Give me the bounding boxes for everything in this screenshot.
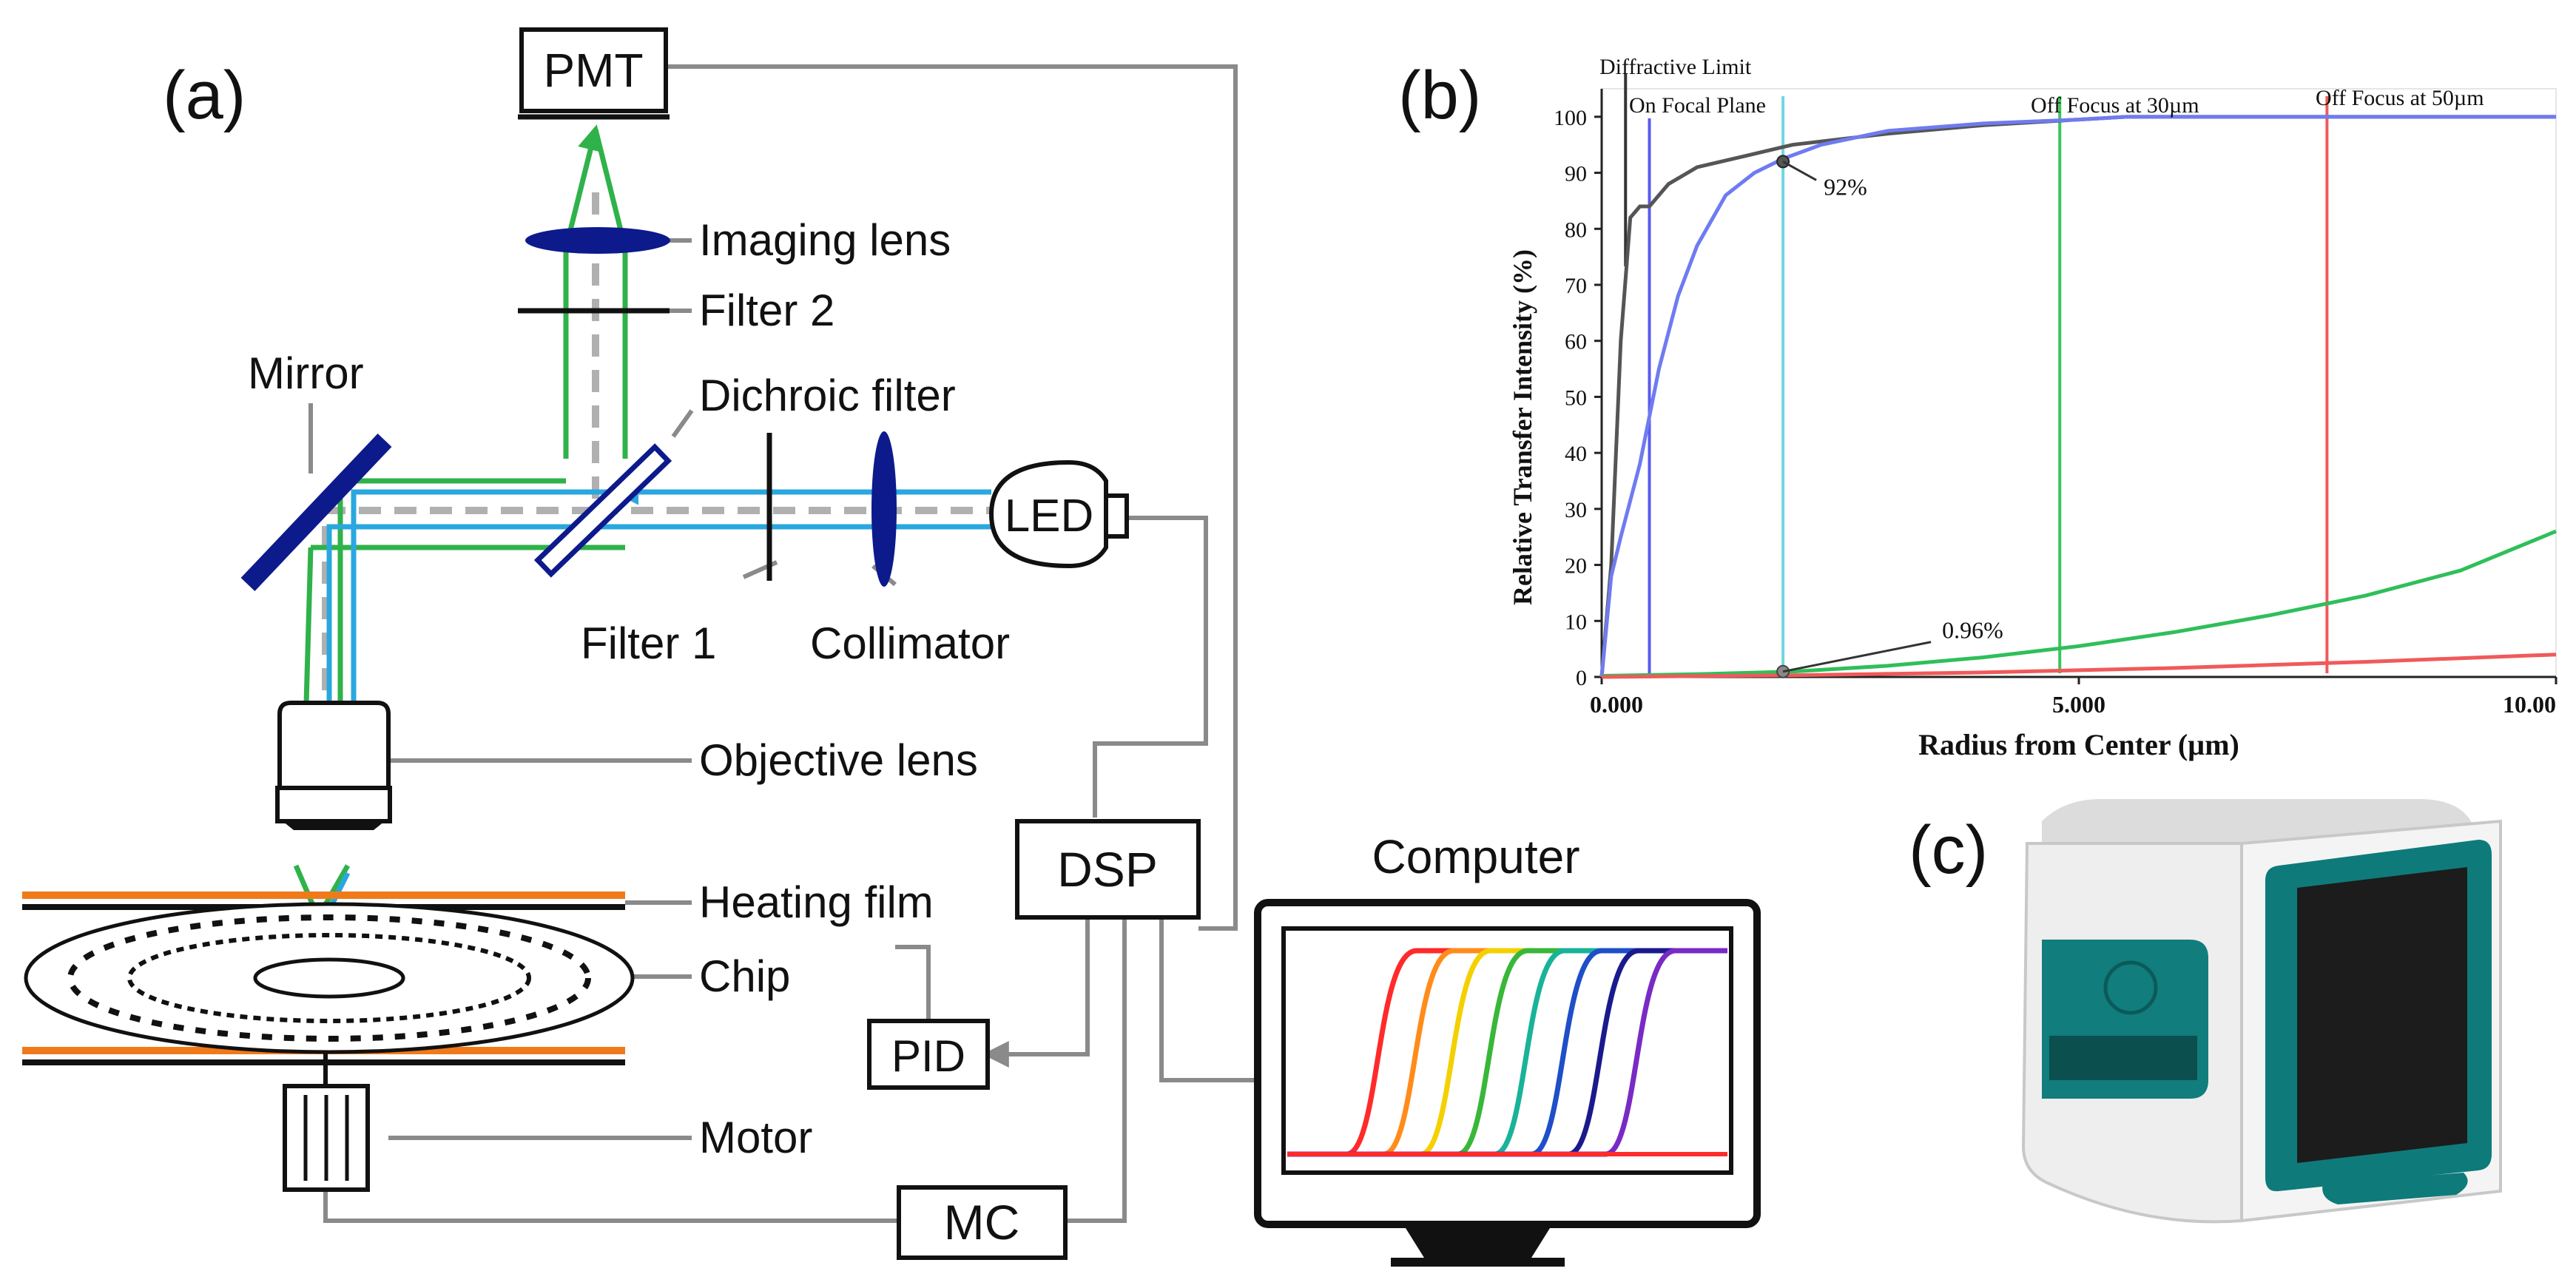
motor-label: Motor [699,1113,812,1162]
dichroic-filter-label: Dichroic filter [699,371,956,420]
computer-label: Computer [1372,830,1580,883]
optical-axis-dashed [322,192,991,769]
device-illustration [2021,799,2502,1224]
mc-label: MC [944,1195,1020,1250]
y-tick-label: 10 [1565,610,1587,634]
pmt-detector: PMT [518,27,670,120]
screen-curve-5 [1287,948,1727,1157]
annotation-off-focus-50: Off Focus at 50µm [2316,86,2484,110]
filter1-label: Filter 1 [581,619,716,668]
leader-dichroic [671,409,694,438]
filter2-label: Filter 2 [699,286,834,335]
wire-led-to-dsp [1093,516,1208,818]
led-source: LED [988,459,1129,569]
pmt-label: PMT [543,44,643,97]
y-tick-label: 90 [1565,162,1587,186]
imaging-lens-shape [525,227,670,254]
psf-intensity-chart: 0 10 20 30 40 50 60 70 80 90 100 0.000 5.000 10.00Rad… [1508,55,2558,761]
pid-box: PID [867,1019,990,1090]
imaging-lens-label: Imaging lens [699,215,951,265]
y-tick-label: 40 [1565,442,1587,466]
panel-c-device: (c) [1909,799,2502,1224]
series-line-4 [1601,653,2557,679]
led-label: LED [1005,491,1094,542]
chip-disc [24,902,635,1054]
wire-pid-to-film [895,945,931,1021]
screen-curve-3 [1287,948,1727,1157]
dsp-label: DSP [1057,842,1158,897]
panel-c-label: (c) [1909,812,1988,888]
x-axis-label: Radius from Center (µm) [1918,728,2239,761]
heating-film-label: Heating film [699,877,934,927]
motor-shape [283,1052,370,1192]
wire-dsp-to-pid [982,917,1090,1068]
wire-pmt-to-dsp [658,64,1238,931]
y-tick-label: 100 [1554,106,1587,130]
objective-lens-label: Objective lens [699,735,978,785]
dsp-box: DSP [1015,819,1201,920]
panel-b-label: (b) [1398,58,1481,133]
computer-monitor: Computer [1254,830,1761,1267]
plot-area [1601,88,2557,678]
series-line-3 [1601,529,2557,678]
y-tick-label: 20 [1565,554,1587,579]
screen-curve-7 [1287,948,1727,1157]
screen-curve-6 [1287,948,1727,1157]
y-axis-label: Relative Transfer Intensity (%) [1508,249,1537,605]
mirror-label: Mirror [248,348,364,398]
panel-a-schematic: (a) PMT [22,27,1761,1267]
panel-b-chart: (b) 0 10 20 30 40 50 60 70 80 90 100 0.000 5.000 10.0… [1398,55,2558,761]
wire-dsp-to-mc [1065,917,1127,1223]
wire-motor-to-mc [323,1191,899,1223]
y-tick-label: 70 [1565,274,1587,298]
collimator-label: Collimator [810,619,1010,668]
y-tick-label: 80 [1565,218,1587,242]
objective-lens-shape [275,701,392,830]
x-tick-label: 0.000 [1590,691,1643,718]
y-tick-label: 50 [1565,385,1587,410]
mirror-shape [240,434,392,591]
point-096-leader [1782,641,1932,673]
device-logo-icon [2103,960,2158,1015]
point-92-label: 92% [1824,173,1867,200]
x-tick-label: 5.000 [2052,691,2105,718]
series-line-2 [1599,115,2556,678]
chip-label: Chip [699,951,790,1001]
panel-a-label: (a) [163,58,246,133]
dichroic-filter-shape [533,443,672,578]
x-tick-label: 10.00 [2503,691,2556,718]
point-92-leader [1782,161,1817,181]
wire-dsp-to-computer [1159,917,1258,1082]
annotation-off-focus-30: Off Focus at 30µm [2031,93,2199,118]
pid-label: PID [891,1031,965,1081]
screen-amplification-curves [1287,948,1727,1157]
y-tick-label: 0 [1576,666,1587,690]
collimator-shape [871,431,897,587]
screen-curve-1 [1287,948,1727,1157]
device-screen [2297,867,2467,1163]
screen-curve-4 [1287,948,1727,1157]
y-tick-label: 60 [1565,330,1587,354]
screen-curve-8 [1287,948,1727,1157]
point-096-label: 0.96% [1942,617,2003,644]
mc-box: MC [897,1185,1068,1260]
annotation-diffractive-limit: Diffractive Limit [1599,55,1752,79]
screen-curve-2 [1287,948,1727,1157]
annotation-on-focal-plane: On Focal Plane [1629,93,1766,118]
device-door-slot [2049,1036,2197,1080]
y-tick-label: 30 [1565,498,1587,522]
device-base-tray [2322,1173,2468,1204]
